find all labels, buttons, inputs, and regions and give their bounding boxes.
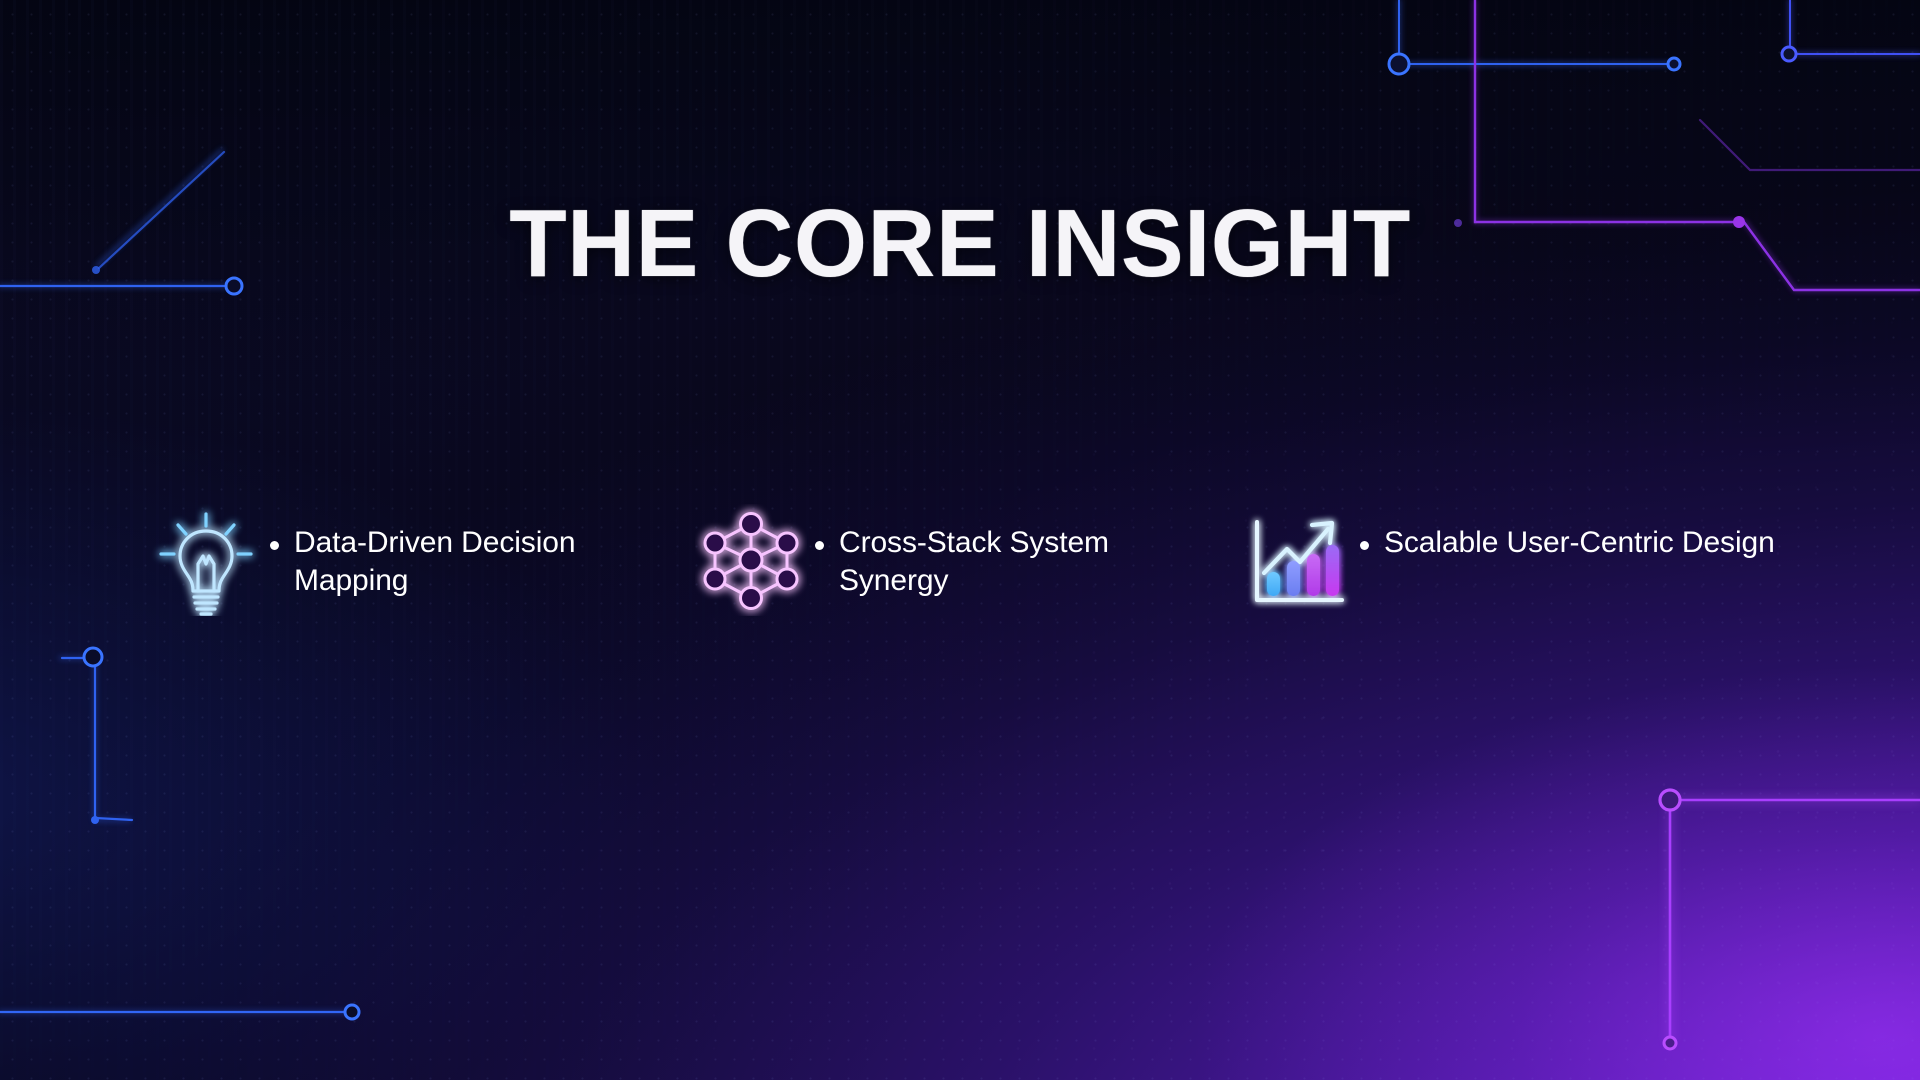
feature-label: Data-Driven Decision Mapping <box>294 526 576 597</box>
title-block: THE CORE INSIGHT <box>0 196 1920 292</box>
bullet-marker <box>1360 541 1369 550</box>
page-title: THE CORE INSIGHT <box>509 190 1411 297</box>
feature-list: Data-Driven Decision Mapping <box>150 508 1810 616</box>
feature-label: Scalable User-Centric Design <box>1384 526 1775 559</box>
circuit-group-left <box>0 148 244 296</box>
feature-item: Cross-Stack System Synergy <box>695 508 1240 616</box>
circuit-group-bottom-right <box>1658 788 1920 1051</box>
bullet-marker <box>270 541 279 550</box>
circuit-group-bottom-left <box>0 646 361 1021</box>
bar-chart-growth-icon <box>1240 504 1352 616</box>
feature-item: Scalable User-Centric Design <box>1240 508 1800 616</box>
network-nodes-icon <box>695 504 807 616</box>
bullet-marker <box>815 541 824 550</box>
lightbulb-icon <box>150 504 262 616</box>
feature-text: Cross-Stack System Synergy <box>815 508 1219 599</box>
feature-item: Data-Driven Decision Mapping <box>150 508 695 616</box>
feature-text: Data-Driven Decision Mapping <box>270 508 674 599</box>
circuit-group-top-right <box>1387 0 1920 292</box>
feature-text: Scalable User-Centric Design <box>1360 508 1775 562</box>
feature-label: Cross-Stack System Synergy <box>839 526 1109 597</box>
circuit-group-right-mid <box>1698 118 1920 172</box>
